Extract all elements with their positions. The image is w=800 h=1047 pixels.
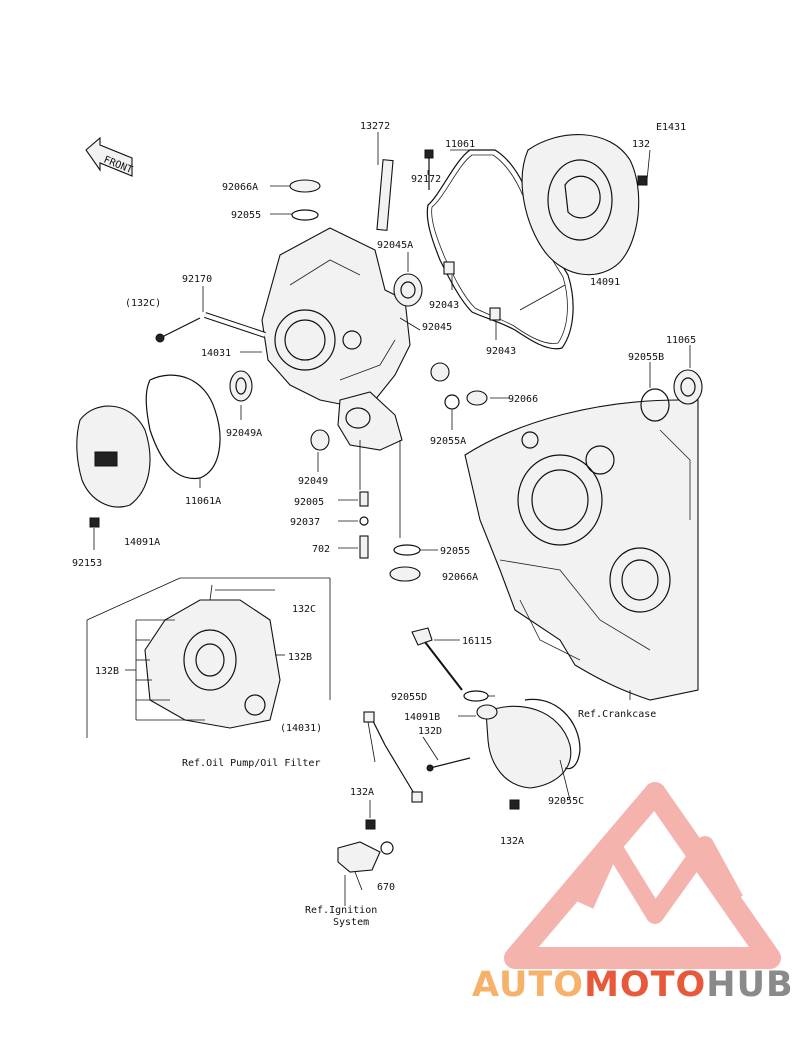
gasket-11061 <box>426 149 574 350</box>
diagram-code: E1431 <box>656 122 686 133</box>
label-132c-paren: (132C) <box>125 298 161 309</box>
label-92153: 92153 <box>72 558 102 569</box>
label-92005: 92005 <box>294 497 324 508</box>
bearing-92045a <box>393 273 423 307</box>
label-132d: 132D <box>418 726 442 737</box>
bolt-92172 <box>424 149 434 190</box>
seal-11065 <box>673 369 703 405</box>
label-132a-a: 132A <box>350 787 374 798</box>
filter-cover-14091b <box>476 704 572 789</box>
ref-ignition-line1: Ref.Ignition <box>305 905 377 916</box>
label-92055c: 92055C <box>548 796 584 807</box>
label-92045: 92045 <box>422 322 452 333</box>
leader-lines <box>93 132 691 906</box>
label-92055-mid: 92055 <box>440 546 470 557</box>
label-11061a: 11061A <box>185 496 221 507</box>
label-92066a-top: 92066A <box>222 182 258 193</box>
bolt-132a-right <box>509 799 520 810</box>
oring-92055a <box>444 394 460 410</box>
cap-92066 <box>466 390 488 406</box>
label-16115: 16115 <box>462 636 492 647</box>
clip-92037 <box>359 516 369 526</box>
label-14091: 14091 <box>590 277 620 288</box>
oring-92055c <box>524 698 581 770</box>
ref-oil-pump: Ref.Oil Pump/Oil Filter <box>182 758 320 769</box>
sensor-670 <box>337 841 394 873</box>
label-92066a-mid: 92066A <box>442 572 478 583</box>
label-132b-left: 132B <box>95 666 119 677</box>
label-702: 702 <box>312 544 330 555</box>
cap-92066a-mid <box>389 566 421 582</box>
label-92045a: 92045A <box>377 240 413 251</box>
label-132c-inset: 132C <box>292 604 316 615</box>
bolt-132c-paren <box>155 317 201 343</box>
label-92170: 92170 <box>182 274 212 285</box>
label-132: 132 <box>632 139 650 150</box>
label-11065: 11065 <box>666 335 696 346</box>
label-92049: 92049 <box>298 476 328 487</box>
label-11061: 11061 <box>445 139 475 150</box>
label-92055d: 92055D <box>391 692 427 703</box>
bolt-132 <box>637 149 651 186</box>
bolt-92153 <box>89 517 100 528</box>
watermark-moto: MOTO <box>584 965 706 1005</box>
label-92055-top: 92055 <box>231 210 261 221</box>
label-92066: 92066 <box>508 394 538 405</box>
plug-92005 <box>359 491 369 507</box>
bolt-132a-left <box>365 819 376 830</box>
pipe-bracket <box>363 711 423 803</box>
cover-14091 <box>521 134 640 276</box>
label-92172: 92172 <box>411 174 441 185</box>
label-92049a: 92049A <box>226 428 262 439</box>
label-92055a: 92055A <box>430 436 466 447</box>
oring-92055d <box>463 690 489 702</box>
label-92037: 92037 <box>290 517 320 528</box>
watermark-auto: AUTO <box>472 965 584 1005</box>
cap-92066a-top <box>289 179 321 193</box>
watermark-hub: HUB <box>706 965 793 1005</box>
label-14091b: 14091B <box>404 712 440 723</box>
ref-crankcase: Ref.Crankcase <box>578 709 656 720</box>
dowel-92043-b <box>489 307 501 321</box>
label-92043-a: 92043 <box>429 300 459 311</box>
pin-702 <box>359 535 369 559</box>
label-13272: 13272 <box>360 121 390 132</box>
seal-92049 <box>310 429 330 451</box>
oring-92055-top <box>291 209 319 221</box>
label-670: 670 <box>377 882 395 893</box>
label-132a-b: 132A <box>500 836 524 847</box>
oring-92055b <box>640 388 670 422</box>
crankcase <box>464 399 699 701</box>
label-14031-paren: (14031) <box>280 723 322 734</box>
cover-14091a <box>76 405 151 508</box>
part-labels: 13272 11061 132 92066A 92172 92055 92045… <box>72 121 696 928</box>
automotohub-logo <box>504 782 781 969</box>
label-92043-b: 92043 <box>486 346 516 357</box>
oring-92055-mid <box>393 544 421 556</box>
label-132b-right: 132B <box>288 652 312 663</box>
bearing-92045 <box>430 362 450 382</box>
label-14091a: 14091A <box>124 537 160 548</box>
watermark-text: AUTOMOTOHUB <box>472 965 794 1005</box>
ref-ignition-line2: System <box>333 917 369 928</box>
seal-92049a <box>229 370 253 402</box>
dowel-92043-a <box>443 261 455 275</box>
front-arrow-icon: FRONT <box>85 136 134 177</box>
bolt-132d <box>426 757 471 772</box>
dipstick-16115 <box>411 627 463 691</box>
inset-box <box>86 577 331 738</box>
label-14031: 14031 <box>201 348 231 359</box>
gasket-11061a <box>145 374 221 480</box>
plate-13272 <box>376 159 394 231</box>
cover-14031 <box>261 227 411 406</box>
label-92055b: 92055B <box>628 352 664 363</box>
